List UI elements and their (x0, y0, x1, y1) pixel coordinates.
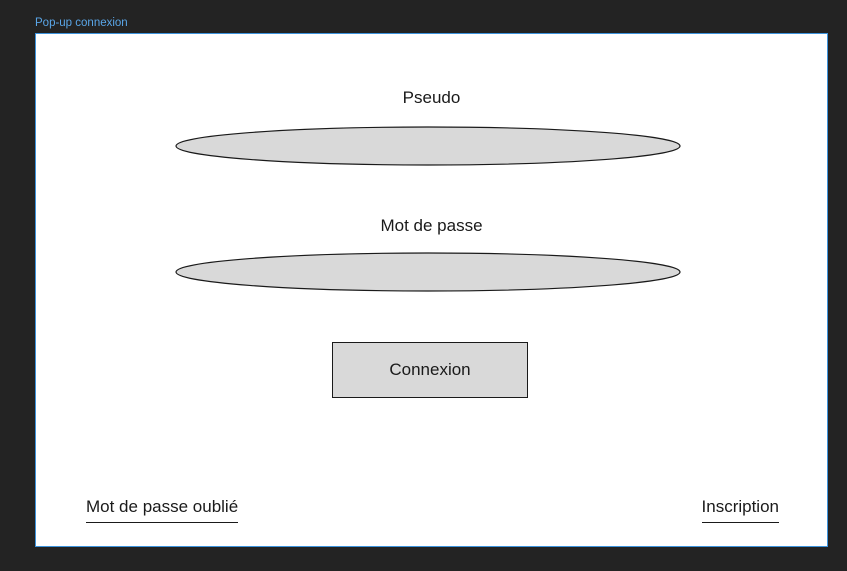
username-field-shape (175, 126, 681, 166)
username-label: Pseudo (402, 88, 461, 107)
forgot-password-link[interactable]: Mot de passe oublié (86, 496, 239, 523)
frame-title[interactable]: Pop-up connexion (35, 17, 128, 29)
signup-link[interactable]: Inscription (701, 496, 779, 523)
login-popup-frame: Pseudo Mot de passe Connexion Mot de pas… (35, 33, 828, 547)
username-field[interactable] (175, 126, 681, 166)
password-label: Mot de passe (380, 216, 483, 235)
password-field-shape (175, 252, 681, 292)
password-field[interactable] (175, 252, 681, 292)
connexion-button[interactable]: Connexion (332, 342, 528, 398)
